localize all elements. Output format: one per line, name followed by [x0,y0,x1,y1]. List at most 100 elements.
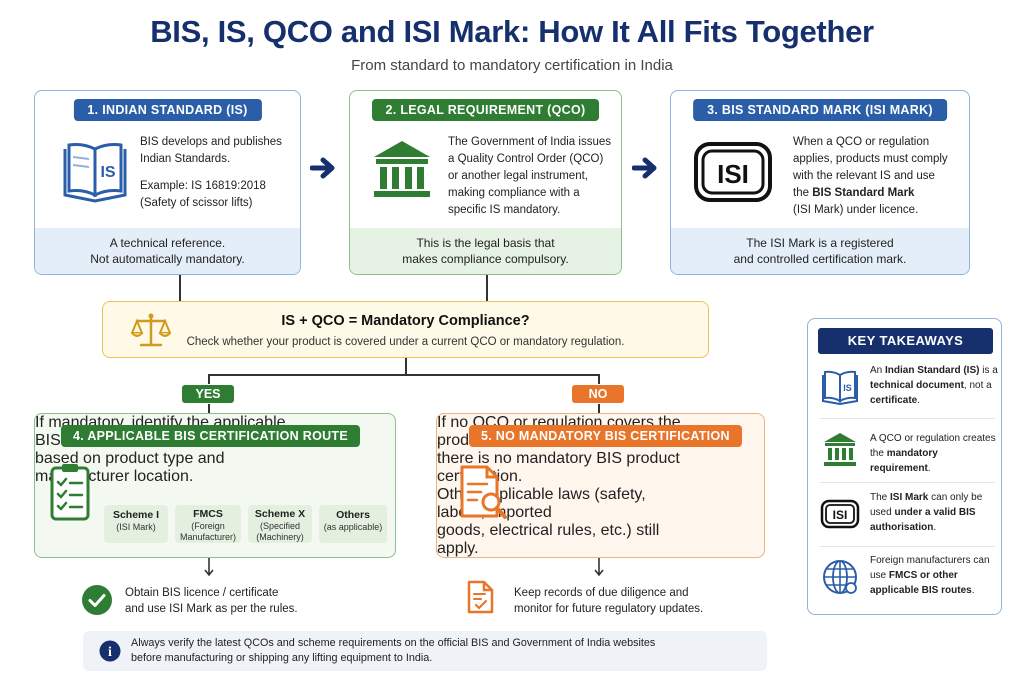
scheme-chip: Others (as applicable) [319,505,387,543]
no-label: NO [572,385,624,403]
no-route-outcome-line: monitor for future regulatory updates. [514,603,704,615]
note-text: Always verify the latest QCOs and scheme… [131,636,751,666]
book-icon-label: IS [100,164,115,181]
card-3-line: When a QCO or regulation [793,136,930,148]
scheme-sub: (ISI Mark) [116,522,156,532]
compliance-question-box: IS + QCO = Mandatory Compliance? Check w… [102,301,709,358]
page-title: BIS, IS, QCO and ISI Mark: How It All Fi… [150,14,874,49]
card-3-footer-line: and controlled certification mark. [733,252,907,266]
no-route-outcome: Keep records of due diligence and monito… [514,585,703,617]
book-icon: IS [822,370,858,406]
isi-mark-label: ISI [833,508,848,522]
card-3-line: the BIS Standard Mark [793,185,969,202]
book-icon: IS [63,143,127,203]
check-circle-icon [82,585,112,615]
card-1-footer: A technical reference. Not automatically… [35,228,300,274]
card-1-footer-line: A technical reference. [109,236,226,250]
scheme-name: Others [336,509,370,521]
card-2-line: The Government of India issues [448,136,611,148]
connector-line [598,374,600,384]
takeaway-plain-text: Foreign manufacturers can use [870,555,990,581]
card-3-pill: 3. BIS STANDARD MARK (ISI MARK) [693,99,947,121]
isi-mark-label: ISI [717,159,749,189]
card-2-line: specific IS mandatory. [448,204,561,216]
route-outcome-line: and use ISI Mark as per the rules. [125,603,298,615]
key-takeaways-panel: KEY TAKEAWAYS IS An Indian Standard (IS)… [807,318,1002,615]
card-2-footer-line: makes compliance compulsory. [402,252,569,266]
verification-note: i Always verify the latest QCOs and sche… [83,631,767,671]
takeaway-item: A QCO or regulation creates the mandator… [820,423,998,483]
card-3-line: with the relevant IS and use [793,170,935,182]
scheme-sub: (Foreign [191,521,225,531]
card-1-line: BIS develops and publishes [140,136,282,148]
takeaway-plain-text: The [870,492,891,503]
question-subtitle: Check whether your product is covered un… [186,336,625,348]
takeaway-plain-text: can only be used [870,492,983,518]
takeaway-plain-text: . [917,395,921,406]
card-3-footer: The ISI Mark is a registered and control… [671,228,969,274]
takeaway-text: An Indian Standard (IS) is a technical d… [870,363,998,408]
arrow-right-icon [632,157,657,179]
connector-line [179,275,181,302]
building-icon [374,141,430,197]
arrow-down-icon [204,558,214,577]
card-2-footer-line: This is the legal basis that [416,236,555,250]
takeaway-text: A QCO or regulation creates the mandator… [870,431,998,476]
globe-icon [823,560,857,594]
note-line: before manufacturing or shipping any lif… [131,652,433,664]
card-1-footer-line: Not automatically mandatory. [90,252,245,266]
scheme-sub: (Machinery) [256,532,304,542]
card-2-line: or another legal instrument, [448,170,588,182]
book-icon-label: IS [843,383,852,393]
takeaway-plain-text: . [933,522,937,533]
scheme-name: Scheme X [254,508,306,520]
question-title: IS + QCO = Mandatory Compliance? [281,313,530,329]
page-subtitle: From standard to mandatory certification… [351,57,673,74]
takeaway-bold-text: under a valid BIS authorisation [870,507,976,533]
takeaway-bold-text: FMCS or other applicable BIS routes [870,570,972,596]
note-line: Always verify the latest QCOs and scheme… [131,637,656,649]
scheme-chip: Scheme I (ISI Mark) [104,505,168,543]
card-no-mandatory-certification: 5. NO MANDATORY BIS CERTIFICATION If no … [436,413,765,558]
takeaway-text: The ISI Mark can only be used under a va… [870,490,998,535]
info-icon: i [99,640,121,662]
card-3-text: the [793,187,813,199]
takeaway-plain-text: A QCO or regulation creates the [870,433,996,459]
card-1-line: Indian Standards. [140,153,231,165]
connector-line [208,374,210,384]
scheme-sub: Manufacturer) [179,532,237,542]
info-icon-label: i [108,645,112,660]
card-isi-mark: 3. BIS STANDARD MARK (ISI MARK) ISI When… [670,90,970,275]
card-1-description: BIS develops and publishes Indian Standa… [140,134,300,212]
scales-icon [131,313,171,347]
route-outcome: Obtain BIS licence / certificate and use… [125,585,298,617]
card-1-example-note: (Safety of scissor lifts) [140,197,253,209]
takeaway-bold-text: technical document [870,380,964,391]
takeaway-bold-text: ISI Mark [890,492,929,503]
takeaway-plain-text: is a [979,365,998,376]
card-3-line: applies, products must comply [793,153,948,165]
card-3-bold-text: BIS Standard Mark [812,187,915,199]
card-certification-route: 4. APPLICABLE BIS CERTIFICATION ROUTE If… [34,413,396,558]
scheme-chip: FMCS (Foreign Manufacturer) [175,505,241,543]
card-indian-standard: 1. INDIAN STANDARD (IS) IS BIS develops … [34,90,301,275]
takeaway-plain-text: . [971,585,975,596]
yes-label: YES [182,385,234,403]
arrow-down-icon [594,558,604,577]
card-4-pill: 4. APPLICABLE BIS CERTIFICATION ROUTE [61,425,360,447]
connector-line [486,275,488,302]
no-route-outcome-line: Keep records of due diligence and [514,587,689,599]
card-2-description: The Government of India issues a Quality… [448,134,620,219]
scheme-name: FMCS [193,508,223,520]
scheme-chip: Scheme X (Specified (Machinery) [248,505,312,543]
card-3-line: (ISI Mark) under licence. [793,204,919,216]
document-search-icon [460,465,507,519]
key-takeaways-title: KEY TAKEAWAYS [818,328,993,354]
building-icon [824,433,856,466]
card-legal-requirement: 2. LEGAL REQUIREMENT (QCO) The Governmen… [349,90,622,275]
isi-mark-icon: ISI [694,142,772,202]
card-2-line: a Quality Control Order (QCO) [448,153,604,165]
connector-line [208,404,210,413]
clipboard-checklist-icon [50,464,90,521]
scheme-name: Scheme I [112,509,160,521]
